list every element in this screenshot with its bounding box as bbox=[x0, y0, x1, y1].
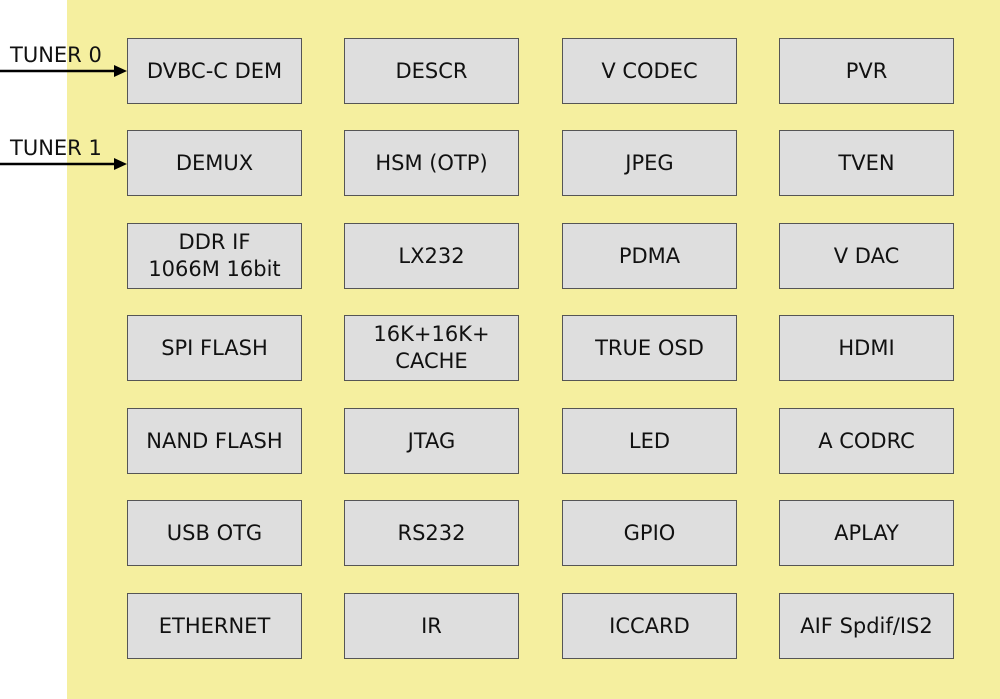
block-led: LED bbox=[562, 408, 737, 474]
block-demux: DEMUX bbox=[127, 130, 302, 196]
tuner-0-arrow bbox=[0, 65, 127, 77]
block-aplay: APLAY bbox=[779, 500, 954, 566]
tuner-1-arrow bbox=[0, 158, 127, 170]
block-cache: 16K+16K+ CACHE bbox=[344, 315, 519, 381]
block-video-codec: V CODEC bbox=[562, 38, 737, 104]
block-spi-flash: SPI FLASH bbox=[127, 315, 302, 381]
block-video-dac: V DAC bbox=[779, 223, 954, 289]
block-rs232: RS232 bbox=[344, 500, 519, 566]
block-audio-codec: A CODRC bbox=[779, 408, 954, 474]
block-jpeg: JPEG bbox=[562, 130, 737, 196]
block-iccard: ICCARD bbox=[562, 593, 737, 659]
block-lx232: LX232 bbox=[344, 223, 519, 289]
tuner-1-label: TUNER 1 bbox=[10, 136, 102, 160]
block-nand-flash: NAND FLASH bbox=[127, 408, 302, 474]
block-hsm-otp: HSM (OTP) bbox=[344, 130, 519, 196]
block-usb-otg: USB OTG bbox=[127, 500, 302, 566]
tuner-0-label: TUNER 0 bbox=[10, 43, 102, 67]
block-ddr-interface: DDR IF 1066M 16bit bbox=[127, 223, 302, 289]
block-aif-spdif-i2s: AIF Spdif/IS2 bbox=[779, 593, 954, 659]
block-pdma: PDMA bbox=[562, 223, 737, 289]
block-ethernet: ETHERNET bbox=[127, 593, 302, 659]
block-true-osd: TRUE OSD bbox=[562, 315, 737, 381]
block-jtag: JTAG bbox=[344, 408, 519, 474]
block-gpio: GPIO bbox=[562, 500, 737, 566]
block-pvr: PVR bbox=[779, 38, 954, 104]
block-descrambler: DESCR bbox=[344, 38, 519, 104]
block-ir: IR bbox=[344, 593, 519, 659]
block-dvbc-demodulator: DVBC-C DEM bbox=[127, 38, 302, 104]
block-hdmi: HDMI bbox=[779, 315, 954, 381]
block-tven: TVEN bbox=[779, 130, 954, 196]
